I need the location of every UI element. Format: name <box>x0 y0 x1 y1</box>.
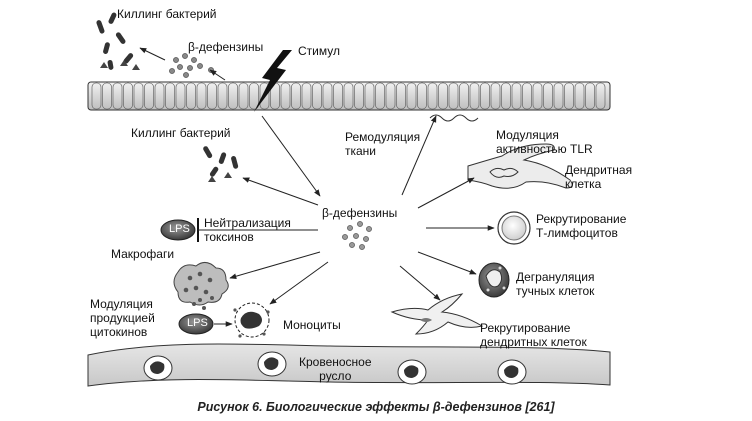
epithelium-layer <box>87 81 611 111</box>
label-dendritic: Дендритная клетка <box>565 163 633 191</box>
epithelial-cell <box>154 82 165 110</box>
label-beta-defensins-top: β-дефензины <box>188 40 264 54</box>
epithelial-cell <box>574 82 585 110</box>
epithelial-cell <box>186 82 196 110</box>
label-remodel: Ремодуляция ткани <box>345 130 421 158</box>
stimulus-lightning-icon <box>254 50 292 112</box>
epithelial-cell <box>91 82 102 110</box>
label-tcell-recruit: Рекрутирование Т-лимфоцитов <box>536 212 627 240</box>
label-monocytes: Моноциты <box>283 318 341 332</box>
label-cytokine-modulation: Модуляция продукцией цитокинов <box>90 297 155 339</box>
epithelial-cell <box>543 82 553 110</box>
bacteria-top-icon <box>96 12 140 70</box>
epithelial-cell <box>469 82 480 110</box>
epithelial-cell <box>301 82 312 110</box>
arrow-to-defensin-top <box>209 69 226 81</box>
epithelial-cell <box>322 82 333 110</box>
bacteria-mid-icon <box>203 146 239 182</box>
epithelial-cell <box>375 82 385 110</box>
epithelial-cell <box>406 82 417 110</box>
epithelial-cell <box>438 82 448 110</box>
arrow-to-mast <box>417 251 477 275</box>
epithelial-cell <box>427 82 438 110</box>
label-blood-vessel: Кровеносное русло <box>299 355 372 383</box>
epithelial-cell <box>564 82 574 110</box>
label-mast-degranulation: Дегрануляция тучных клеток <box>516 270 595 298</box>
epithelial-cell <box>312 82 322 110</box>
label-tlr: Модуляция активностью TLR <box>496 128 593 156</box>
arrow-to-monocyte <box>269 261 329 305</box>
epithelial-cell <box>228 82 238 110</box>
dendritic-cell-icon <box>467 143 573 189</box>
dendritic-recruit-cell-icon <box>390 293 484 335</box>
epithelial-cell <box>333 82 343 110</box>
arrow-to-bacteria-mid <box>242 177 319 206</box>
epithelial-cell <box>396 82 406 110</box>
label-center-beta-defensins: β-дефензины <box>322 206 398 220</box>
epithelial-cell <box>595 82 606 110</box>
tissue-remodel-icon <box>429 114 479 122</box>
label-stimulus: Стимул <box>298 44 340 58</box>
arrow-stimulus-to-center <box>261 115 321 197</box>
epithelial-cell <box>343 82 354 110</box>
arrow-to-macrophage <box>229 251 321 279</box>
epithelial-cell <box>522 82 532 110</box>
blood-cells-in-vessel <box>143 351 527 385</box>
epithelial-cell <box>123 82 133 110</box>
epithelial-cell <box>291 82 301 110</box>
epithelial-cell <box>511 82 522 110</box>
label-toxin-neutralization: Нейтрализация токсинов <box>204 216 291 244</box>
epithelial-cell <box>354 82 364 110</box>
arrow-to-dc-recruit <box>399 265 441 301</box>
mast-cell-icon <box>478 262 510 298</box>
arrow-to-bacteria-top <box>139 47 166 61</box>
epithelial-cell <box>217 82 228 110</box>
arrows <box>139 47 495 327</box>
epithelial-cells <box>91 82 606 110</box>
epithelial-cell <box>175 82 186 110</box>
epithelial-cell <box>102 82 112 110</box>
arrow-to-tlr <box>417 177 475 209</box>
figure-caption: Рисунок 6. Биологические эффекты β-дефен… <box>197 400 555 414</box>
epithelial-cell <box>459 82 469 110</box>
blood-vessel <box>87 343 611 387</box>
label-macrophages: Макрофаги <box>111 247 175 261</box>
epithelial-cell <box>501 82 511 110</box>
defensin-dots-center <box>342 221 372 250</box>
epithelial-cell <box>417 82 427 110</box>
epithelial-cell <box>532 82 543 110</box>
defensin-dots-top <box>169 53 214 78</box>
epithelial-cell <box>207 82 217 110</box>
t-lymphocyte-cell-icon <box>497 211 531 245</box>
epithelial-cell <box>133 82 144 110</box>
lps-toxin-icon-2 <box>178 313 214 335</box>
macrophage-cell-icon <box>173 262 229 310</box>
epithelial-cell <box>165 82 175 110</box>
epithelial-cell <box>112 82 123 110</box>
epithelial-cell <box>238 82 249 110</box>
epithelial-cell <box>280 82 291 110</box>
label-lps-1: LPS <box>169 223 190 235</box>
epithelial-cell <box>490 82 501 110</box>
epithelial-cell <box>448 82 459 110</box>
label-killing-mid: Киллинг бактерий <box>131 126 231 140</box>
epithelial-cell <box>385 82 396 110</box>
epithelial-cell <box>585 82 595 110</box>
label-killing-top: Киллинг бактерий <box>117 7 217 21</box>
epithelial-cell <box>553 82 564 110</box>
epithelial-cell <box>480 82 490 110</box>
epithelial-cell <box>196 82 207 110</box>
epithelial-cell <box>364 82 375 110</box>
label-lps-2: LPS <box>187 317 208 329</box>
lps-toxin-icon <box>160 218 199 242</box>
epithelial-cell <box>259 82 270 110</box>
arrow-to-remodel <box>401 115 437 196</box>
epithelial-cell <box>249 82 259 110</box>
epithelial-cell <box>144 82 154 110</box>
monocyte-cell-icon <box>233 302 270 338</box>
label-dc-recruit: Рекрутирование дендритных клеток <box>480 321 587 349</box>
